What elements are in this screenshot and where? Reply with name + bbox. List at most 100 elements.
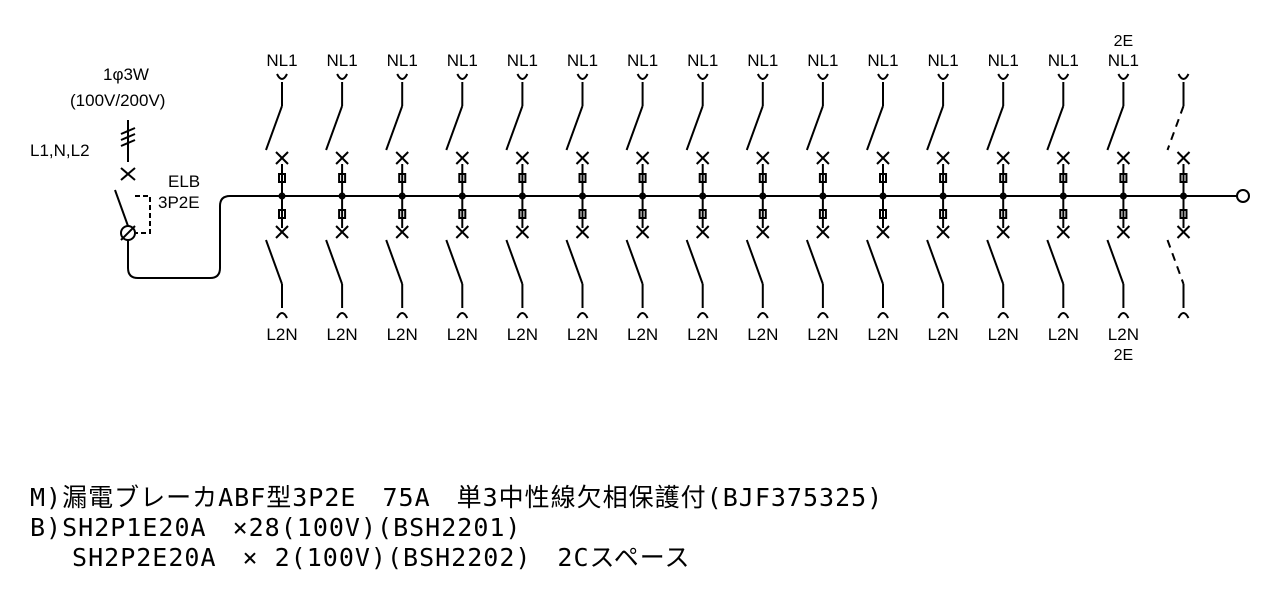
bus-connection-mark xyxy=(939,173,948,183)
upper-terminal-icon xyxy=(336,73,348,80)
bus-connection-dot xyxy=(699,192,707,200)
bus-connection-dot xyxy=(939,192,947,200)
lower-breaker-cross-icon xyxy=(695,225,710,239)
upper-breaker-cross-icon xyxy=(455,151,470,165)
upper-breaker-cross-icon xyxy=(515,151,530,165)
spec-line-branch-2: SH2P2E20A × 2(100V)(BSH2202) 2Cスペース xyxy=(30,543,691,572)
upper-breaker-cross-icon xyxy=(1116,151,1131,165)
lower-terminal-icon xyxy=(696,312,709,319)
lower-breaker-cross-icon xyxy=(635,225,650,239)
upper-breaker-cross-icon xyxy=(635,151,650,165)
main-elb-breaker xyxy=(114,167,231,279)
bus-connection-mark xyxy=(338,173,347,183)
lower-branch-label: L2N xyxy=(266,325,297,344)
lower-switch-blade xyxy=(265,239,283,285)
elb-label: ELB xyxy=(168,172,200,191)
lower-branch-label: L2N xyxy=(867,325,898,344)
lower-switch-blade xyxy=(325,239,344,285)
bus-connection-mark xyxy=(578,173,587,183)
bus-connection-mark xyxy=(338,209,347,219)
lower-breaker-cross-icon xyxy=(996,225,1010,239)
upper-terminal-icon xyxy=(997,73,1010,80)
bus-connection-dot xyxy=(1059,192,1067,200)
upper-breaker-cross-icon xyxy=(1176,151,1191,165)
upper-branch-label: NL1 xyxy=(687,51,718,70)
upper-switch-blade xyxy=(986,105,1005,151)
lower-switch-blade xyxy=(685,239,704,285)
upper-branch-label: NL1 xyxy=(867,51,898,70)
upper-switch-blade xyxy=(745,105,764,151)
upper-branch-label: NL1 xyxy=(387,51,418,70)
upper-terminal-icon xyxy=(1177,73,1190,80)
bus-connection-mark xyxy=(1059,209,1068,219)
upper-branch-label: NL1 xyxy=(928,51,959,70)
upper-breaker-cross-icon xyxy=(1056,151,1071,165)
bus-connection-dot xyxy=(639,192,647,200)
bus-connection-mark xyxy=(1179,173,1188,183)
upper-terminal-icon xyxy=(937,73,949,80)
lower-branch-label: L2N xyxy=(387,325,418,344)
upper-terminal-icon xyxy=(1057,73,1070,80)
lower-switch-blade xyxy=(986,239,1005,285)
bus-connection-mark xyxy=(818,209,827,219)
bus-connection-mark xyxy=(458,173,467,183)
upper-switch-blade xyxy=(625,105,644,151)
bus-connection-dot xyxy=(999,192,1007,200)
bus-connection-dot xyxy=(879,192,887,200)
bus-connection-dot xyxy=(278,192,286,200)
lower-breaker-cross-icon xyxy=(756,225,770,239)
lower-branch-label: L2N xyxy=(1048,325,1079,344)
upper-branch-label: NL1 xyxy=(747,51,778,70)
upper-switch-blade xyxy=(445,105,464,151)
upper-branch-label: NL1 xyxy=(1108,51,1139,70)
upper-switch-blade xyxy=(565,105,584,151)
bus-connection-mark xyxy=(578,209,587,219)
upper-branch-extra-label: 2E xyxy=(1114,33,1134,50)
upper-switch-blade xyxy=(265,105,283,151)
bus-connection-mark xyxy=(1119,209,1128,219)
upper-switch-blade xyxy=(1046,105,1065,151)
supply-voltage-label: (100V/200V) xyxy=(70,91,165,110)
lower-branch-label: L2N xyxy=(687,325,718,344)
upper-switch-blade xyxy=(325,105,344,151)
lower-terminal-icon xyxy=(276,312,288,319)
busbar-terminal xyxy=(1236,189,1250,203)
upper-branch-label: NL1 xyxy=(627,51,658,70)
lower-terminal-icon xyxy=(1057,312,1070,319)
bus-connection-mark xyxy=(758,173,767,183)
lower-switch-blade xyxy=(445,239,464,285)
lower-breaker-cross-icon xyxy=(515,225,530,239)
lower-switch-blade xyxy=(866,239,884,285)
bus-connection-mark xyxy=(879,173,887,183)
lower-branch-label: L2N xyxy=(447,325,478,344)
bus-connection-mark xyxy=(1059,173,1068,183)
upper-switch-blade xyxy=(805,105,824,151)
lower-branch-label: L2N xyxy=(928,325,959,344)
lower-breaker-cross-icon xyxy=(1056,225,1071,239)
bus-connection-dot xyxy=(1180,192,1187,200)
lower-branch-label: L2N xyxy=(1108,325,1139,344)
upper-breaker-cross-icon xyxy=(335,151,349,165)
bus-connection-dot xyxy=(579,192,586,200)
bus-connection-mark xyxy=(398,209,407,219)
upper-branch-label: NL1 xyxy=(988,51,1019,70)
lower-breaker-cross-icon xyxy=(455,225,470,239)
upper-branch-label: NL1 xyxy=(1048,51,1079,70)
bus-connection-mark xyxy=(638,173,647,183)
bus-connection-mark xyxy=(999,173,1008,183)
lower-branch-label: L2N xyxy=(807,325,838,344)
bus-connection-mark xyxy=(398,173,407,183)
lower-terminal-icon xyxy=(997,312,1010,319)
bus-connection-mark xyxy=(698,209,707,219)
lower-breaker-cross-icon xyxy=(876,225,890,239)
upper-switch-blade xyxy=(926,105,945,151)
lower-terminal-icon xyxy=(1177,312,1190,319)
lower-branch-label: L2N xyxy=(747,325,778,344)
bus-connection-mark xyxy=(518,173,527,183)
bus-connection-mark xyxy=(278,209,286,219)
upper-terminal-icon xyxy=(877,73,889,80)
bus-connection-mark xyxy=(698,173,707,183)
upper-breaker-cross-icon xyxy=(575,151,590,165)
lower-switch-blade xyxy=(1046,239,1065,285)
lower-branch-extra-label: 2E xyxy=(1114,347,1134,364)
